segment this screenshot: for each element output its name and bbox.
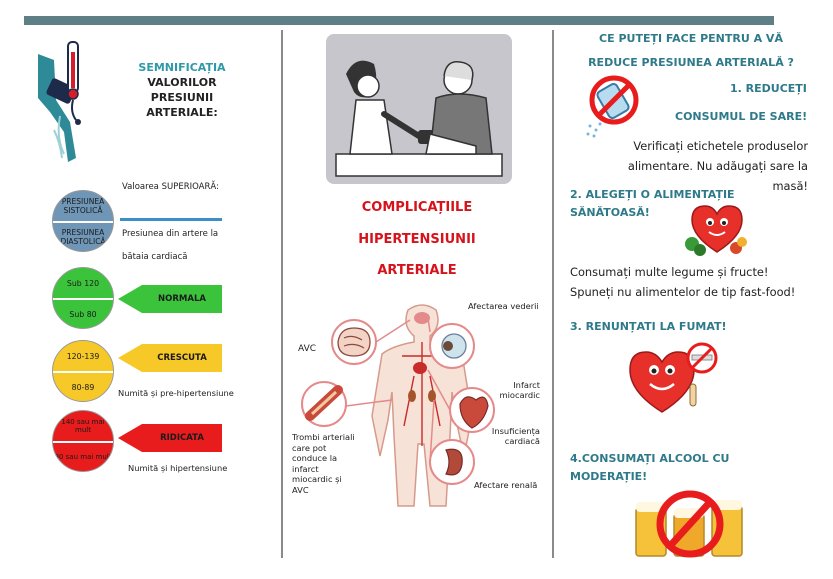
- column-divider-right: [552, 30, 554, 558]
- normal-systolic-value: Sub 120: [66, 278, 100, 288]
- normal-diastolic-value: Sub 80: [53, 298, 113, 328]
- elevated-circle: 120-139 80-89: [52, 340, 114, 402]
- arterial-thrombi-label: Trombi arteriali care pot conduce la inf…: [292, 432, 355, 495]
- tip4-heading: 4.CONSUMAȚI ALCOOL CU MODERAȚIE!: [570, 450, 730, 486]
- tip2-text-line1: Consumați multe legume și fructe!: [570, 265, 769, 279]
- tip2-heading-line2: SĂNĂTOASĂ!: [570, 206, 650, 219]
- human-body-diagram: [301, 304, 495, 507]
- legend-circle: PRESIUNEA SISTOLICĂ PRESIUNEA DIASTOLICĂ: [52, 190, 114, 252]
- values-meaning-title: SEMNIFICAȚIA VALORILOR PRESIUNII ARTERIA…: [132, 60, 232, 120]
- no-smoking-heart-icon: [629, 342, 718, 413]
- legend-diastolic-label: PRESIUNEA DIASTOLICĂ: [53, 221, 113, 251]
- normal-label: NORMALA: [142, 285, 222, 313]
- pressure-description-line1: Presiunea din artere la: [122, 229, 219, 239]
- values-meaning-title-line2: VALORILOR: [147, 76, 217, 89]
- high-circle: 140 sau mai mult 90 sau mai mult: [52, 410, 114, 472]
- no-alcohol-icon: [635, 490, 743, 558]
- values-meaning-title-line1: SEMNIFICAȚIA: [138, 61, 226, 74]
- what-to-do-title-line2: REDUCE PRESIUNEA ARTERIALĂ ?: [588, 56, 794, 69]
- what-to-do-title-line1: CE PUTEȚI FACE PENTRU A VĂ: [599, 32, 783, 45]
- superior-value-label: Valoarea SUPERIOARĂ:: [122, 182, 219, 192]
- complications-title-line3: ARTERIALE: [377, 263, 457, 278]
- tip2-heading: 2. ALEGEȚI O ALIMENTAȚIE SĂNĂTOASĂ!: [570, 186, 735, 222]
- tip1-heading-line1: 1. REDUCEȚI: [730, 82, 807, 95]
- normal-arrow: NORMALA: [118, 285, 222, 313]
- normal-circle: Sub 120 Sub 80: [52, 267, 114, 329]
- tip1-text-line1: Verificați etichetele produselor: [633, 139, 808, 153]
- elevated-arrow: CRESCUTA: [118, 344, 222, 372]
- heart-failure-label: Insuficiența cardiacă: [491, 426, 540, 446]
- high-note: Numită și hipertensiune: [128, 463, 228, 473]
- tip1-text: Verificați etichetele produselor aliment…: [614, 136, 808, 196]
- elevated-systolic-value: 120-139: [66, 351, 100, 361]
- legend-separator-line: [120, 218, 222, 221]
- pressure-description: Presiunea din artere la bătaia cardiacă: [122, 223, 230, 269]
- heart-attack-label: Infarct miocardic: [499, 380, 540, 400]
- healthy-heart-icon: [685, 205, 747, 256]
- tip3-heading: 3. RENUNȚATI LA FUMAT!: [570, 320, 727, 333]
- legend-systolic-label: PRESIUNEA SISTOLICĂ: [61, 197, 105, 215]
- top-bar: [24, 16, 774, 25]
- tip2-text: Consumați multe legume și fructe! Spuneț…: [570, 262, 795, 302]
- elevated-label: CRESCUTA: [142, 344, 222, 372]
- tip4-heading-line2: MODERAȚIE!: [570, 470, 648, 483]
- tip2-heading-line1: 2. ALEGEȚI O ALIMENTAȚIE: [570, 188, 735, 201]
- high-arrow: RIDICATA: [118, 424, 222, 452]
- kidney-damage-label: Afectare renală: [474, 480, 538, 490]
- what-to-do-title: CE PUTEȚI FACE PENTRU A VĂ REDUCE PRESIU…: [562, 27, 820, 75]
- no-salt-icon: [586, 75, 639, 138]
- high-diastolic-value: 90 sau mai mult: [53, 441, 113, 471]
- values-meaning-title-line4: ARTERIALE:: [146, 106, 218, 119]
- pressure-description-line2: bătaia cardiacă: [122, 252, 188, 262]
- complications-title-line2: HIPERTENSIUNII: [358, 232, 476, 247]
- elevated-note: Numită și pre-hipertensiune: [118, 388, 234, 398]
- tip1-heading-line2: CONSUMUL DE SARE!: [675, 110, 808, 123]
- vision-damage-label: Afectarea vederii: [468, 301, 539, 311]
- elevated-diastolic-value: 80-89: [53, 371, 113, 401]
- tip4-heading-line1: 4.CONSUMAȚI ALCOOL CU: [570, 452, 730, 465]
- values-meaning-title-line3: PRESIUNII: [150, 91, 214, 104]
- column-divider-left: [281, 30, 283, 558]
- stroke-label: AVC: [298, 344, 317, 354]
- doctor-patient-illustration: [326, 34, 512, 184]
- high-label: RIDICATA: [142, 424, 222, 452]
- complications-title-line1: COMPLICAȚIILE: [361, 200, 473, 215]
- tip1-text-line2: alimentare. Nu adăugați sare la masă!: [627, 159, 808, 193]
- tip2-text-line2: Spuneți nu alimentelor de tip fast-food!: [570, 285, 796, 299]
- blood-pressure-icon: [38, 41, 81, 162]
- high-systolic-value: 140 sau mai mult: [61, 418, 105, 434]
